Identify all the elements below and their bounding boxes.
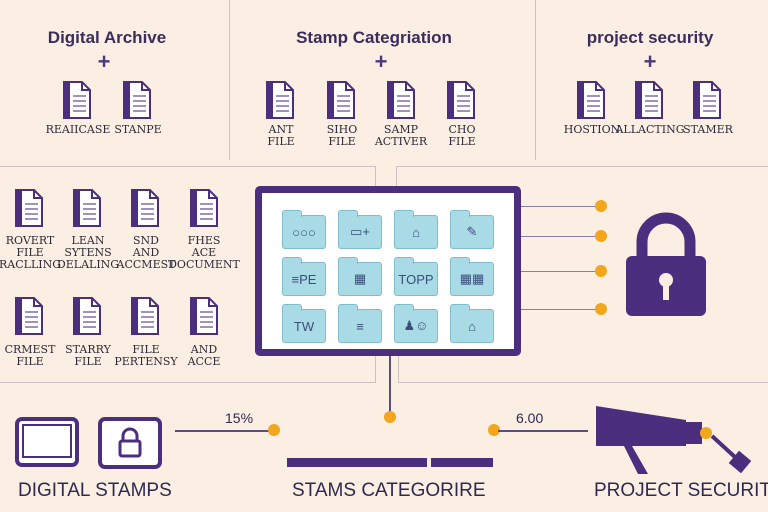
file-icon (576, 80, 606, 120)
file-icon (326, 80, 356, 120)
connector-dot (268, 424, 280, 436)
project-security-title: PROJECT SECURITI (594, 480, 768, 501)
security-plus-icon: + (643, 49, 657, 74)
folder-icon: ▦ (338, 257, 382, 296)
file-icon (692, 80, 722, 120)
file-icon (14, 188, 44, 228)
folder-icon: TW (282, 304, 326, 343)
file-label: STAMER (683, 123, 733, 136)
connector-dot (595, 265, 607, 277)
folder-icon: ≡ (338, 304, 382, 343)
file-icon (122, 80, 152, 120)
file-label: STANPE (114, 123, 162, 136)
file-icon (265, 80, 295, 120)
connector-line (498, 430, 588, 432)
archive-plus-icon: + (97, 49, 111, 74)
base-bar (431, 458, 493, 467)
file-icon (130, 296, 160, 336)
connector-line (521, 236, 597, 237)
connector-dot (595, 303, 607, 315)
file-icon (189, 188, 219, 228)
connector-dot (488, 424, 500, 436)
divider-v-5 (375, 356, 376, 383)
file-label: HOSTION (563, 123, 621, 136)
tablet-lock-icon (98, 417, 162, 469)
folder-icon: ⌂ (450, 304, 494, 343)
stamp-plus-icon: + (374, 49, 388, 74)
folder-icon: TOPP (394, 257, 438, 296)
folder-icon: ⌂ (394, 210, 438, 249)
connector-line (521, 206, 597, 207)
tablet-icon (15, 417, 79, 467)
percent-value: 15% (225, 410, 254, 426)
connector-dot (595, 200, 607, 212)
file-icon (72, 188, 102, 228)
divider-h-left-bottom (0, 382, 376, 383)
folder-icon: ▦▦ (450, 257, 494, 296)
divider-v-2 (535, 0, 536, 160)
stamp-categories-title: STAMS CATEGORIRE (292, 480, 486, 501)
digital-stamps-title: DIGITAL STAMPS (18, 480, 172, 501)
value-text: 6.00 (516, 410, 544, 426)
divider-v-1 (229, 0, 230, 160)
connector-line (175, 430, 271, 432)
file-icon (62, 80, 92, 120)
folder-icon: ♟☺ (394, 304, 438, 343)
divider-v-3 (375, 166, 376, 186)
connector-line (521, 309, 597, 310)
file-icon (130, 188, 160, 228)
padlock-icon (624, 210, 708, 318)
file-icon (14, 296, 44, 336)
connector-dot (595, 230, 607, 242)
stand-line (389, 356, 391, 412)
divider-v-6 (398, 356, 399, 383)
file-icon (634, 80, 664, 120)
archive-title: Digital Archive (47, 28, 167, 47)
security-title: project security (586, 28, 714, 47)
folder-icon: ✎ (450, 210, 494, 249)
file-icon (446, 80, 476, 120)
folder-icon: ▭+ (338, 210, 382, 249)
folder-icon: ≡PE (282, 257, 326, 296)
divider-h-left (0, 166, 376, 167)
divider-v-4 (396, 166, 397, 186)
security-camera-icon (594, 402, 758, 478)
folder-icon: ○○○ (282, 210, 326, 249)
monitor-screen: ○○○ ▭+ ⌂ ✎ ≡PE ▦ TOPP ▦▦ TW ≡ ♟☺ ⌂ (255, 186, 521, 356)
file-label: REAIICASE (45, 123, 111, 136)
divider-h-right (396, 166, 768, 167)
base-bar (287, 458, 427, 467)
file-icon (386, 80, 416, 120)
connector-dot (384, 411, 396, 423)
file-icon (72, 296, 102, 336)
file-icon (189, 296, 219, 336)
file-label: ALLACTING (615, 123, 685, 136)
connector-line (521, 271, 597, 272)
divider-h-right-bottom (398, 382, 768, 383)
stamp-title: Stamp Categriation (296, 28, 452, 47)
